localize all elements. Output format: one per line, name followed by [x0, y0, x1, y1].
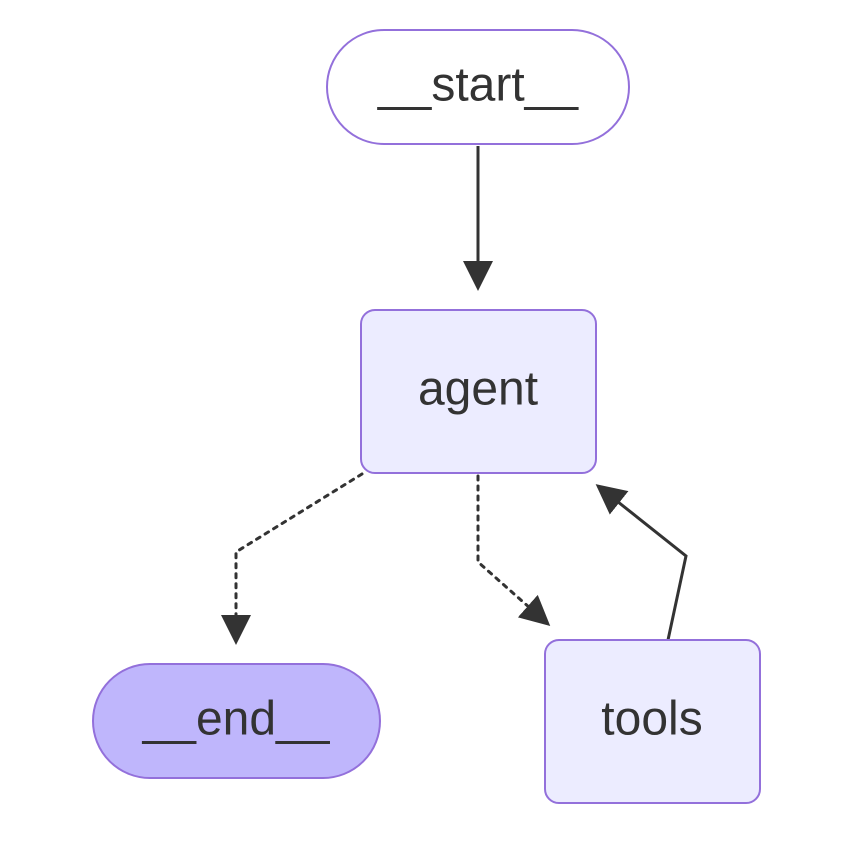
- node-end-shape: [92, 663, 381, 779]
- edges: [221, 146, 688, 645]
- node-start-shape: [326, 29, 630, 145]
- edge-agent-to-end: [221, 472, 364, 645]
- node-agent-shape: [360, 309, 597, 474]
- node-tools-label: tools: [601, 693, 702, 746]
- node-tools[interactable]: tools: [544, 639, 761, 804]
- node-end-label: __end__: [142, 693, 331, 746]
- edge-tools-to-agent: [595, 484, 688, 641]
- node-agent-label: agent: [418, 363, 538, 416]
- node-agent[interactable]: agent: [360, 309, 597, 474]
- node-end[interactable]: __end__: [92, 663, 381, 779]
- node-tools-shape: [544, 639, 761, 804]
- node-start-label: __start__: [377, 59, 579, 112]
- edge-agent-to-tools: [476, 474, 551, 626]
- node-start[interactable]: __start__: [326, 29, 630, 145]
